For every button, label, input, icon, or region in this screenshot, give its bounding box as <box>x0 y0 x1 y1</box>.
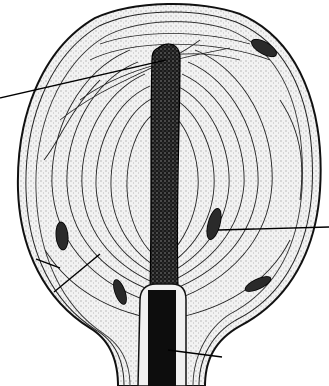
myelinated-stalk <box>138 284 186 386</box>
central-nerve-fibre <box>150 44 180 290</box>
